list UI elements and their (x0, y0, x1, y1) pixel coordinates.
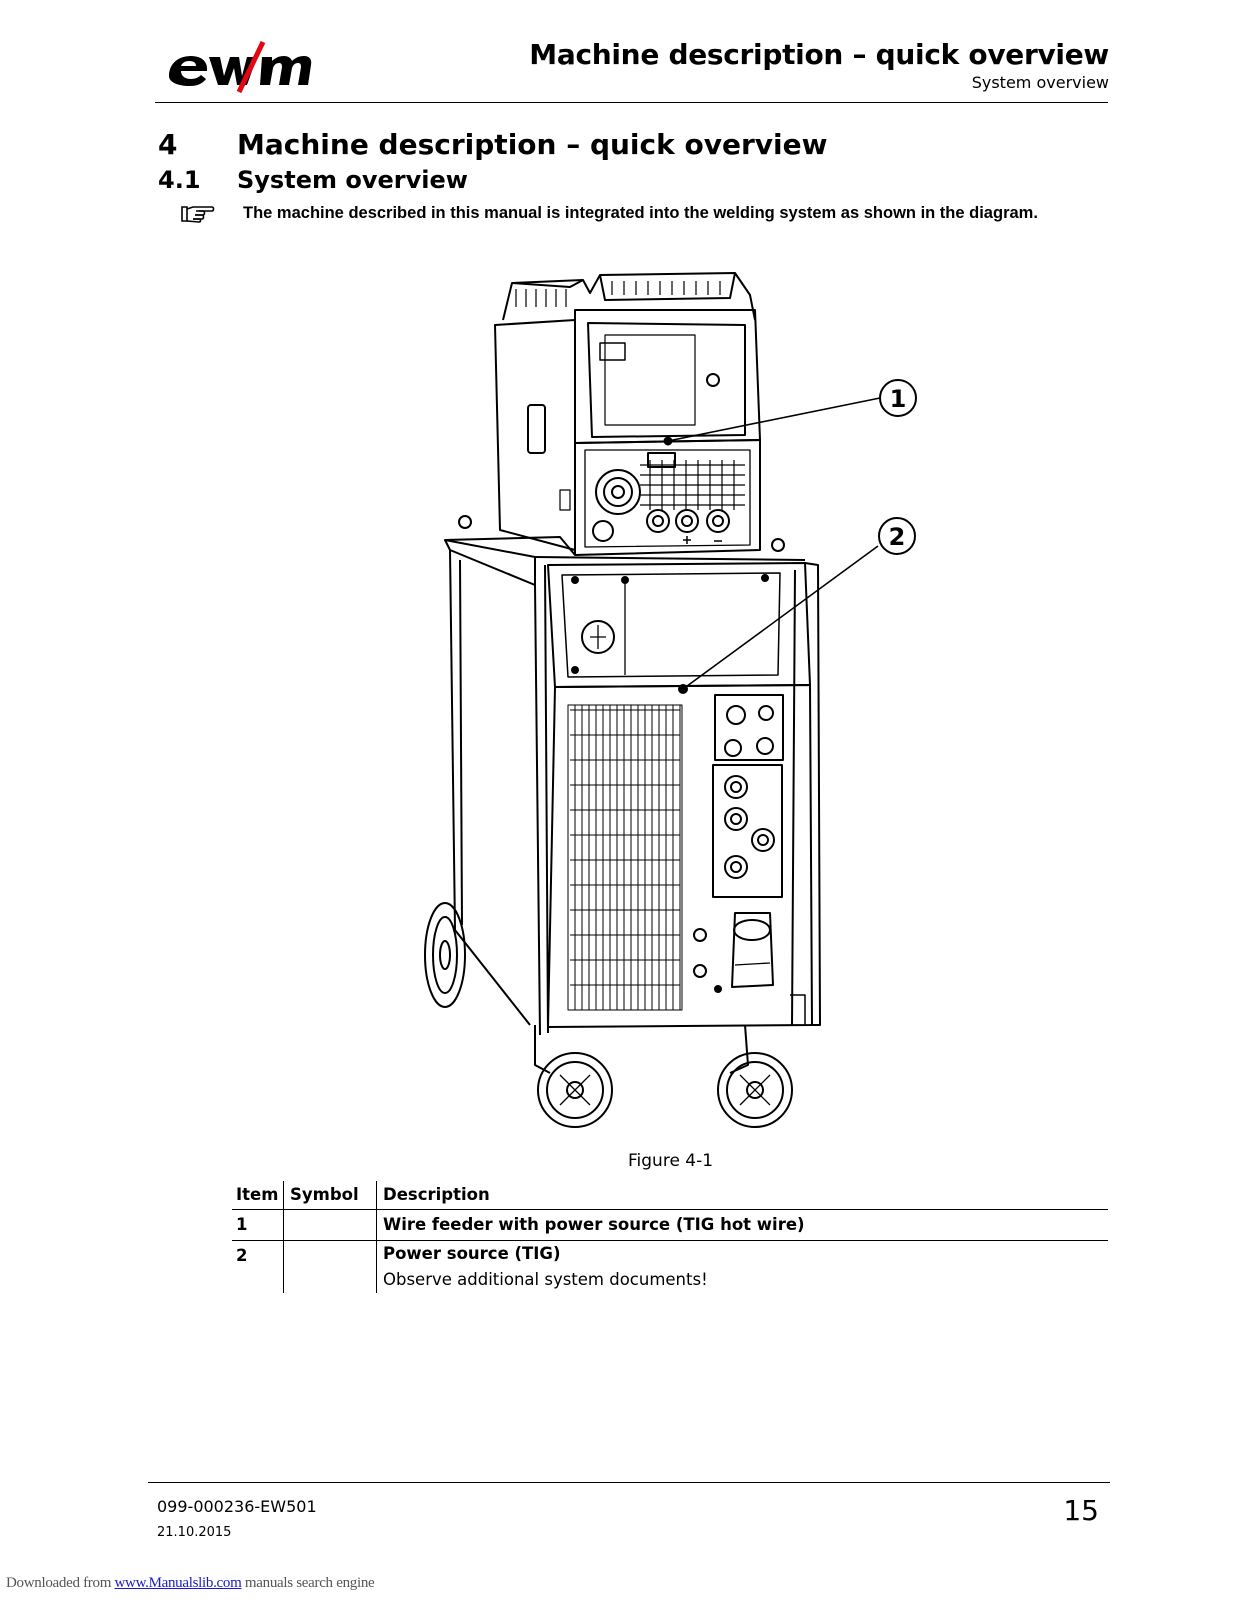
subsection-title: System overview (237, 166, 468, 194)
left-rear-wheel (424, 902, 466, 1008)
front-right-wheel (717, 1024, 793, 1128)
pointing-hand-icon (181, 206, 215, 223)
footer-divider (148, 1482, 1110, 1483)
download-suffix: manuals search engine (241, 1575, 375, 1591)
section-title: Machine description – quick overview (237, 128, 828, 161)
row-note: Observe additional system documents! (383, 1270, 708, 1289)
document-date: 21.10.2015 (157, 1525, 232, 1540)
subsection-heading: 4.1 System overview (158, 166, 468, 194)
header-title: Machine description – quick overview (529, 38, 1109, 71)
note-text: The machine described in this manual is … (243, 204, 1038, 222)
header-divider (155, 102, 1108, 103)
download-prefix: Downloaded from (6, 1575, 115, 1591)
header-symbol: Symbol (283, 1181, 376, 1209)
front-left-wheel (534, 1025, 613, 1128)
header-description: Description (376, 1181, 1108, 1209)
callout-1: 1 (879, 379, 917, 417)
welding-system-diagram: 1 2 (424, 272, 917, 1128)
row-symbol (283, 1210, 376, 1240)
table-row: 1 Wire feeder with power source (TIG hot… (232, 1210, 1108, 1241)
header-item: Item (236, 1185, 279, 1204)
row-description: Wire feeder with power source (TIG hot w… (376, 1210, 1108, 1240)
section-number: 4 (158, 128, 178, 161)
row-description: Power source (TIG) (383, 1244, 561, 1263)
figure-caption: Figure 4-1 (628, 1151, 714, 1171)
subsection-number: 4.1 (158, 166, 201, 194)
header-subtitle: System overview (971, 73, 1109, 92)
legend-table: Item Symbol Description 1 Wire feeder wi… (232, 1181, 1108, 1293)
callout-2: 2 (878, 517, 916, 555)
ewm-logo (169, 40, 312, 94)
section-heading: 4 Machine description – quick overview (158, 128, 828, 161)
row-item: 2 (236, 1246, 248, 1265)
row-item: 1 (236, 1215, 248, 1234)
row-symbol (283, 1241, 376, 1293)
power-source-unit (424, 515, 879, 1128)
table-header-row: Item Symbol Description (232, 1181, 1108, 1210)
manualslib-link[interactable]: www.Manualslib.com (114, 1575, 242, 1591)
page-number: 15 (1063, 1494, 1099, 1527)
document-number: 099-000236-EW501 (157, 1497, 317, 1516)
table-row: 2 Power source (TIG) Observe additional … (232, 1241, 1108, 1293)
row-description-cell: Power source (TIG) Observe additional sy… (376, 1241, 1108, 1293)
callout-2-label: 2 (889, 523, 906, 551)
callout-1-label: 1 (890, 385, 907, 413)
download-notice: Downloaded from www.Manualslib.com manua… (6, 1575, 375, 1592)
wire-feeder-unit (494, 272, 881, 556)
